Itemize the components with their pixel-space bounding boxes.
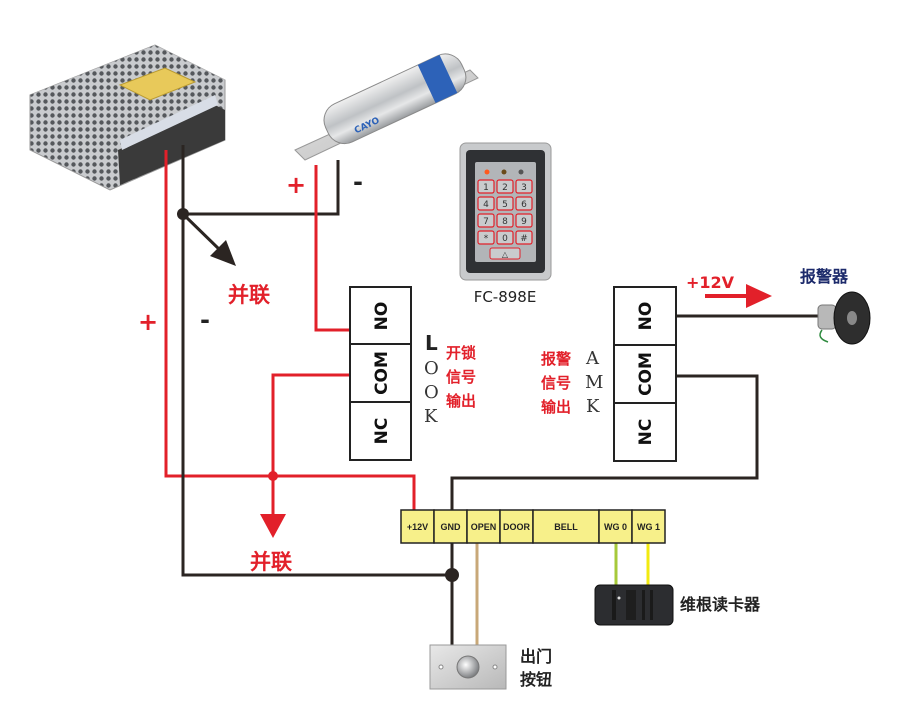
bell-icon: △ bbox=[502, 250, 509, 259]
lock-relay: NO COM NC bbox=[349, 286, 412, 461]
keypad-key[interactable] bbox=[515, 230, 533, 245]
terminal-label: OPEN bbox=[471, 522, 497, 532]
keypad-key[interactable] bbox=[515, 213, 533, 228]
keypad-key-label: # bbox=[520, 234, 528, 244]
alarm-relay: NO COM NC bbox=[613, 286, 677, 462]
lock-letter-o2: O bbox=[424, 382, 439, 403]
alarm-com-wire bbox=[450, 374, 759, 512]
exit-button-label-1: 出门 bbox=[520, 647, 552, 666]
alarm-voltage-arrow bbox=[705, 284, 772, 308]
lock-letter-o1: O bbox=[424, 358, 439, 379]
keypad-key-label: 1 bbox=[483, 183, 489, 193]
keypad-bell-key[interactable] bbox=[489, 247, 521, 260]
keypad-key-label: 7 bbox=[483, 217, 489, 227]
alarm-letter-m: M bbox=[585, 372, 603, 393]
terminal-bell bbox=[532, 509, 600, 544]
psu-terminal-strip bbox=[118, 105, 225, 185]
keypad-key[interactable] bbox=[477, 196, 495, 211]
keypad-key[interactable] bbox=[496, 179, 514, 194]
alarm-horn bbox=[817, 291, 871, 345]
keypad-key[interactable] bbox=[477, 213, 495, 228]
lock-plus-label: + bbox=[286, 171, 306, 199]
psu-negative-wire bbox=[181, 145, 452, 577]
lock-negative-wire bbox=[183, 160, 340, 216]
junction-dot-gnd bbox=[445, 568, 459, 582]
keypad-reader: 1 2 3 4 5 6 7 8 9 * 0 # △ bbox=[459, 142, 552, 281]
lock-positive-wire bbox=[314, 165, 350, 332]
alarm-caption-3: 输出 bbox=[541, 398, 571, 416]
keypad-key[interactable] bbox=[515, 179, 533, 194]
keypad-key-label: * bbox=[484, 234, 489, 244]
wiegand-reader bbox=[594, 584, 674, 626]
lock-caption-2: 信号 bbox=[446, 368, 476, 386]
psu-plus-label: + bbox=[138, 308, 158, 336]
parallel-label-top: 并联 bbox=[228, 283, 270, 307]
keypad-key-label: 2 bbox=[502, 183, 508, 193]
lock-caption-1: 开锁 bbox=[446, 344, 476, 362]
keypad-key-label: 0 bbox=[502, 234, 508, 244]
keypad-key[interactable] bbox=[496, 196, 514, 211]
alarm-name-label: 报警器 bbox=[800, 267, 849, 286]
alarm-caption-1: 报警 bbox=[541, 350, 571, 368]
parallel-arrow-top bbox=[181, 212, 236, 266]
terminal-door bbox=[499, 509, 534, 544]
alarm-voltage-label: +12V bbox=[686, 273, 735, 292]
parallel-arrow-bottom bbox=[260, 476, 286, 538]
psu-positive-wire bbox=[164, 150, 416, 512]
parallel-label-bottom: 并联 bbox=[250, 550, 292, 574]
keypad-key-label: 3 bbox=[521, 183, 527, 193]
wiegand-reader-label: 维根读卡器 bbox=[680, 595, 761, 614]
lock-letter-l: L bbox=[425, 331, 438, 355]
keypad-key-label: 8 bbox=[502, 217, 508, 227]
terminal-12v bbox=[400, 509, 435, 544]
keypad-key[interactable] bbox=[477, 230, 495, 245]
terminal-open bbox=[466, 509, 501, 544]
led-red bbox=[484, 169, 490, 175]
alarm-relay-com: COM bbox=[636, 352, 656, 396]
keypad-key[interactable] bbox=[515, 196, 533, 211]
controller-terminal-block: +12V GND OPEN DOOR BELL WG 0 WG 1 bbox=[400, 509, 666, 544]
keypad-key-label: 4 bbox=[483, 200, 489, 210]
terminal-label: GND bbox=[441, 522, 462, 532]
psu-label-sticker bbox=[118, 67, 197, 101]
alarm-relay-no: NO bbox=[636, 302, 656, 331]
keypad-key-label: 5 bbox=[502, 200, 508, 210]
keypad-key[interactable] bbox=[496, 213, 514, 228]
psu-minus-label: - bbox=[200, 306, 210, 334]
alarm-caption-2: 信号 bbox=[541, 374, 571, 392]
lock-minus-label: - bbox=[353, 168, 363, 196]
alarm-relay-nc: NC bbox=[636, 419, 656, 446]
keypad-key-label: 9 bbox=[521, 217, 527, 227]
led-green bbox=[518, 169, 524, 175]
keypad-key-label: 6 bbox=[521, 200, 527, 210]
led-amber bbox=[501, 169, 507, 175]
wires bbox=[164, 145, 830, 650]
lock-com-wire bbox=[271, 373, 350, 476]
keypad-key[interactable] bbox=[477, 179, 495, 194]
alarm-letter-a: A bbox=[585, 348, 600, 369]
keypad-key[interactable] bbox=[496, 230, 514, 245]
terminal-label: BELL bbox=[554, 522, 578, 532]
electric-bolt-lock: CAYO bbox=[294, 53, 479, 161]
terminal-wg1 bbox=[631, 509, 666, 544]
lock-relay-no: NO bbox=[372, 302, 392, 331]
alarm-letter-k: K bbox=[586, 396, 600, 417]
lock-caption-3: 输出 bbox=[446, 392, 476, 410]
lock-relay-nc: NC bbox=[372, 418, 392, 445]
terminal-label: WG 0 bbox=[604, 522, 627, 532]
power-supply bbox=[29, 44, 226, 191]
exit-button bbox=[429, 644, 507, 690]
terminal-label: DOOR bbox=[503, 522, 531, 532]
lock-relay-com: COM bbox=[372, 351, 392, 395]
terminal-label: +12V bbox=[407, 522, 428, 532]
terminal-label: WG 1 bbox=[637, 522, 660, 532]
exit-button-label-2: 按钮 bbox=[520, 670, 552, 689]
keypad-model-label: FC-898E bbox=[474, 288, 537, 306]
lock-letter-k: K bbox=[424, 406, 438, 427]
